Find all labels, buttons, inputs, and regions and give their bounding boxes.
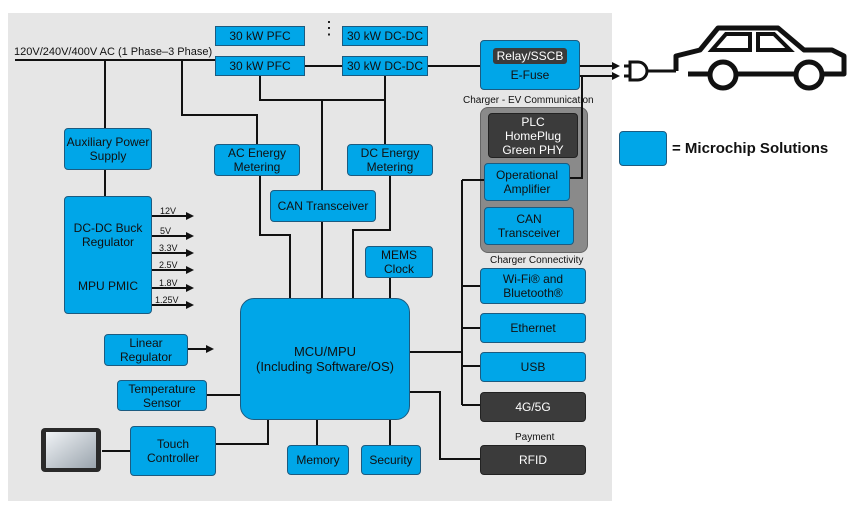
legend-text: = Microchip Solutions <box>672 140 829 157</box>
tablet-icon <box>41 428 101 472</box>
memory-block: Memory <box>287 445 349 475</box>
aux-power-supply-block: Auxiliary Power Supply <box>64 128 152 170</box>
rfid-block: RFID <box>480 445 586 475</box>
dcdc-block: 30 kW DC-DC <box>342 56 428 76</box>
dcdc-block-top: 30 kW DC-DC <box>342 26 428 46</box>
mpu-pmic-label: MPU PMIC <box>78 279 138 293</box>
mems-clock-block: MEMS Clock <box>365 246 433 278</box>
linear-regulator-block: Linear Regulator <box>104 334 188 366</box>
pfc-block: 30 kW PFC <box>215 56 305 76</box>
security-block: Security <box>361 445 421 475</box>
rail-label-5v: 5V <box>160 226 172 236</box>
usb-block: USB <box>480 352 586 382</box>
ev-plug-icon <box>624 60 676 82</box>
rail-label-2v5: 2.5V <box>159 260 178 270</box>
rail-label-1v25: 1.25V <box>155 295 179 305</box>
ethernet-block: Ethernet <box>480 313 586 343</box>
payment-label: Payment <box>515 432 555 443</box>
ac-energy-meter-block: AC Energy Metering <box>214 144 300 176</box>
ellipsis-dots: ⋮ <box>320 19 338 37</box>
pfc-block-top: 30 kW PFC <box>215 26 305 46</box>
connectivity-label: Charger Connectivity <box>490 255 584 266</box>
electric-car-icon <box>624 25 847 91</box>
can-transceiver-ev-block: CAN Transceiver <box>484 207 574 245</box>
temperature-sensor-block: Temperature Sensor <box>117 380 207 411</box>
rail-label-3v3: 3.3V <box>159 243 178 253</box>
ac-input-label: 120V/240V/400V AC (1 Phase–3 Phase) <box>14 46 213 58</box>
rail-label-1v8: 1.8V <box>159 278 178 288</box>
ev-comm-label: Charger - EV Communication <box>463 95 594 106</box>
rail-label-12v: 12V <box>160 206 177 216</box>
touch-controller-block: Touch Controller <box>130 426 216 476</box>
wifi-bluetooth-block: Wi-Fi® and Bluetooth® <box>480 268 586 304</box>
cellular-block: 4G/5G <box>480 392 586 422</box>
mcu-mpu-block: MCU/MPU (Including Software/OS) <box>240 298 410 420</box>
pmic-block: DC-DC Buck Regulator MPU PMIC <box>64 196 152 314</box>
legend-swatch <box>619 131 667 166</box>
relay-sscb-label: Relay/SSCB <box>492 48 568 64</box>
dcdc-buck-label: DC-DC Buck Regulator <box>73 221 143 249</box>
efuse-label: E-Fuse <box>510 68 550 82</box>
op-amp-block: Operational Amplifier <box>484 163 570 201</box>
dc-energy-meter-block: DC Energy Metering <box>347 144 433 176</box>
can-transceiver-block: CAN Transceiver <box>270 190 376 222</box>
plc-homeplug-block: PLC HomePlug Green PHY <box>488 113 578 158</box>
relay-efuse-block: Relay/SSCB E-Fuse <box>480 40 580 90</box>
